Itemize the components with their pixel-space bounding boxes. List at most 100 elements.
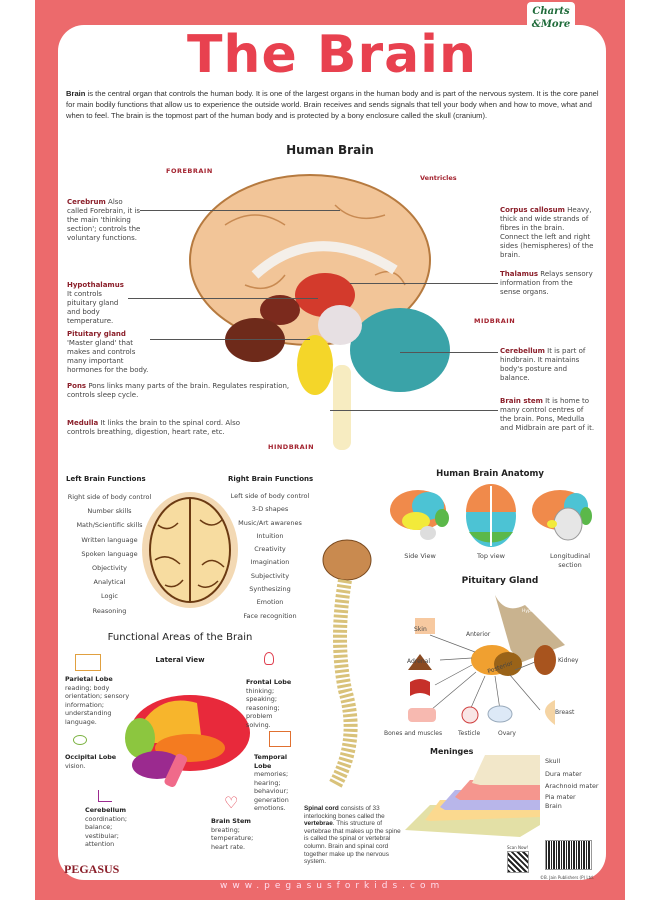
meninges-layer: Pia mater <box>545 792 576 801</box>
leader-line <box>330 410 498 411</box>
qr-code[interactable] <box>507 851 529 873</box>
bones-muscles-label: Bones and muscles <box>384 730 443 737</box>
pituitary-gland-label: Pituitary gland 'Master gland' that make… <box>67 330 149 374</box>
corpus-callosum-label: Corpus callosum Heavy, thick and wide st… <box>500 206 594 259</box>
cerebrum-label: Cerebrum Also called Forebrain, it is th… <box>67 198 141 242</box>
pegasus-logo: PEGASUS <box>64 862 120 876</box>
right-item: Creativity <box>254 545 286 554</box>
functional-areas-heading: Functional Areas of the Brain <box>107 632 253 643</box>
spinal-cord-text: Spinal cord consists of 33 interlocking … <box>304 805 401 866</box>
left-item: Spoken language <box>81 549 138 558</box>
medulla-label: Medulla It links the brain to the spinal… <box>67 419 241 436</box>
left-item: Right side of body control <box>67 493 152 501</box>
brain-and-spinal-cord-illustration <box>322 539 372 789</box>
brain-stem-label: Brain stem It is home to many control ce… <box>500 397 595 432</box>
longitudinal-section-caption: Longitudinal section <box>549 552 591 569</box>
scan-now-label: Scan Now! <box>507 845 529 850</box>
pons-shape <box>297 335 333 395</box>
left-brain-list: Right side of body control Number skills… <box>62 490 157 618</box>
anatomy-top-view <box>466 484 516 547</box>
lightbulb-icon <box>264 652 274 665</box>
left-item: Written language <box>81 535 138 544</box>
ventricles-label: Ventricles <box>420 174 457 182</box>
testicle-icon <box>461 706 479 724</box>
pituitary-shape <box>225 318 285 362</box>
midbrain-shape <box>318 305 362 345</box>
lateral-view-heading: Lateral View <box>155 656 205 664</box>
adrenal-label: Adrenal <box>407 658 430 665</box>
ovary-icon <box>487 705 513 723</box>
meninges-layer: Brain <box>545 801 562 810</box>
right-item: Imagination <box>250 558 290 567</box>
right-item: Subjectivity <box>250 571 290 580</box>
left-item: Reasoning <box>92 606 127 615</box>
copyright: ©B. Jain Publishers (P) Ltd. <box>540 875 594 880</box>
left-item: Objectivity <box>91 564 128 573</box>
leader-line <box>150 339 310 340</box>
left-item: Analytical <box>93 578 126 587</box>
meninges-layer: Dura mater <box>545 769 582 778</box>
right-item: Face recognition <box>243 611 297 620</box>
right-brain-heading: Right Brain Functions <box>228 475 314 483</box>
skin-icon <box>415 618 435 634</box>
hypothalamus-label: Hypothalamus It controls pituitary gland… <box>67 281 124 325</box>
adrenal-icon <box>408 654 432 670</box>
skin-label: Skin <box>414 626 427 633</box>
leader-line <box>350 283 498 284</box>
right-item: Emotion <box>256 598 284 607</box>
people-icon <box>269 731 291 747</box>
anatomy-heading: Human Brain Anatomy <box>436 469 544 479</box>
pituitary-heading: Pituitary Gland <box>461 576 539 586</box>
thalamus-label: Thalamus Relays sensory information from… <box>500 270 593 296</box>
thyroid-icon <box>410 679 430 696</box>
intro-paragraph: Brain is the central organ that controls… <box>66 89 599 120</box>
charts-and-more-logo: Charts&More <box>527 2 575 36</box>
pituitary-diagram <box>408 595 565 725</box>
leader-line <box>400 352 498 353</box>
left-item: Number skills <box>87 507 132 516</box>
meninges-heading: Meninges <box>430 747 474 756</box>
left-item: Logic <box>101 592 118 601</box>
right-item: Left side of body control <box>230 492 310 500</box>
page-title: The Brain <box>186 25 478 85</box>
left-item: Math/Scientific skills <box>76 521 143 530</box>
human-brain-diagram <box>189 174 450 450</box>
lateral-brain-diagram <box>125 695 250 788</box>
right-brain-list: Left side of body control 3-D shapes Mus… <box>225 490 315 623</box>
leader-line <box>140 210 340 211</box>
website-link[interactable]: www.pegasusforkids.com <box>220 881 445 891</box>
hypothalamus-shape <box>260 295 300 325</box>
right-item: Music/Art awarenes <box>238 518 302 527</box>
anterior-label: Anterior <box>466 631 491 638</box>
anatomy-longitudinal-section <box>532 490 592 541</box>
brain-top-view-illustration <box>142 492 238 608</box>
cerebellum-shape <box>350 308 450 392</box>
hypothalamus-tag: Hypothalamus <box>522 609 555 614</box>
heart-icon: ♡ <box>224 793 239 812</box>
kidney-icon <box>534 645 556 675</box>
bones-muscles-icon <box>408 708 436 722</box>
breast-icon <box>545 700 555 725</box>
kidney-label: Kidney <box>558 657 579 664</box>
meninges-diagram <box>405 755 540 837</box>
brain-stem-shape <box>333 365 351 450</box>
side-view-caption: Side View <box>404 552 436 560</box>
anatomy-side-view <box>390 490 449 540</box>
meninges-layer: Skull <box>545 757 561 765</box>
meninges-layer: Arachnoid mater <box>545 782 599 791</box>
cerebellum-label: Cerebellum It is part of hindbrain. It m… <box>500 347 586 382</box>
testicle-label: Testicle <box>458 730 481 737</box>
forebrain-label: FOREBRAIN <box>166 167 213 175</box>
eye-icon <box>73 735 87 745</box>
breast-label: Breast <box>555 709 575 716</box>
human-brain-heading: Human Brain <box>286 143 374 157</box>
right-item: Synthesizing <box>249 585 291 594</box>
ovary-label: Ovary <box>498 730 516 737</box>
axes-icon <box>98 790 112 802</box>
